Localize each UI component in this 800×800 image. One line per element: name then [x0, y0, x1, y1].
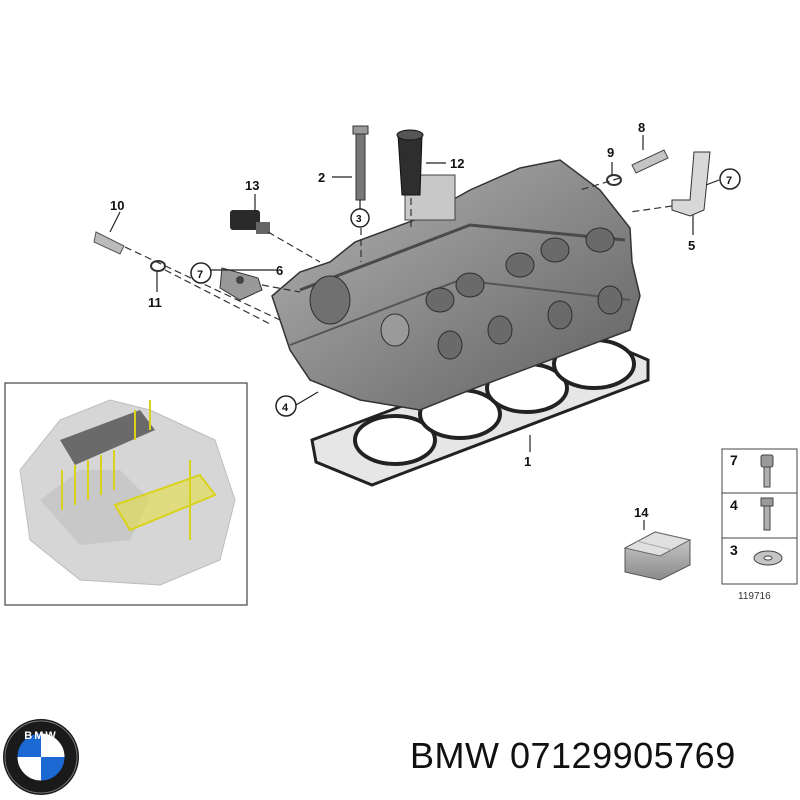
callout-11: 11 [148, 295, 162, 310]
bracket-part-6 [219, 267, 263, 301]
fastener-legend-table: 7 4 3 [721, 448, 798, 585]
engine-overview-inset [4, 382, 248, 606]
circled-callout-7b: 7 [719, 168, 741, 190]
callout-lines [109, 135, 720, 452]
callout-8: 8 [638, 120, 645, 135]
callout-13: 13 [245, 178, 259, 193]
callout-2: 2 [318, 170, 325, 185]
callout-6: 6 [276, 263, 283, 278]
sensor-part-13 [230, 210, 270, 234]
sleeve-part-12 [396, 129, 424, 196]
cap-screw-icon [760, 454, 774, 488]
cylinder-head [271, 159, 641, 411]
fitting-part-10 [93, 231, 125, 255]
seal-ring-part-9 [606, 174, 622, 186]
svg-text:7: 7 [726, 175, 732, 187]
legend-row-3: 3 [730, 542, 738, 558]
assembly-lines [124, 177, 673, 326]
hex-bolt-icon [760, 497, 774, 531]
callout-1: 1 [524, 454, 531, 469]
callout-labels: 2 3 12 13 10 11 6 9 8 5 1 [110, 120, 695, 469]
callout-14: 14 [634, 505, 649, 520]
legend-row-4: 4 [730, 497, 738, 513]
diagram-number: 119716 [738, 591, 771, 602]
fitting-part-8 [631, 149, 669, 174]
callout-10: 10 [110, 198, 124, 213]
callout-9: 9 [607, 145, 614, 160]
part-number-caption: BMW 07129905769 [410, 735, 736, 776]
bracket-part-5 [671, 151, 711, 217]
circled-callout-4: 4 [275, 395, 297, 417]
callout-12: 12 [450, 156, 464, 171]
svg-text:7: 7 [197, 269, 203, 281]
bolt-part-2 [352, 125, 369, 201]
svg-text:4: 4 [282, 402, 289, 414]
washer-icon [753, 550, 783, 566]
svg-text:BMW: BMW [24, 730, 58, 742]
legend-row-7: 7 [730, 452, 738, 468]
callout-5: 5 [688, 238, 695, 253]
circled-callout-7a: 7 [190, 262, 212, 284]
bmw-roundel-logo: BMW [3, 719, 79, 795]
callout-3: 3 [356, 214, 362, 225]
part-14-kit-box: 14 [623, 505, 692, 581]
